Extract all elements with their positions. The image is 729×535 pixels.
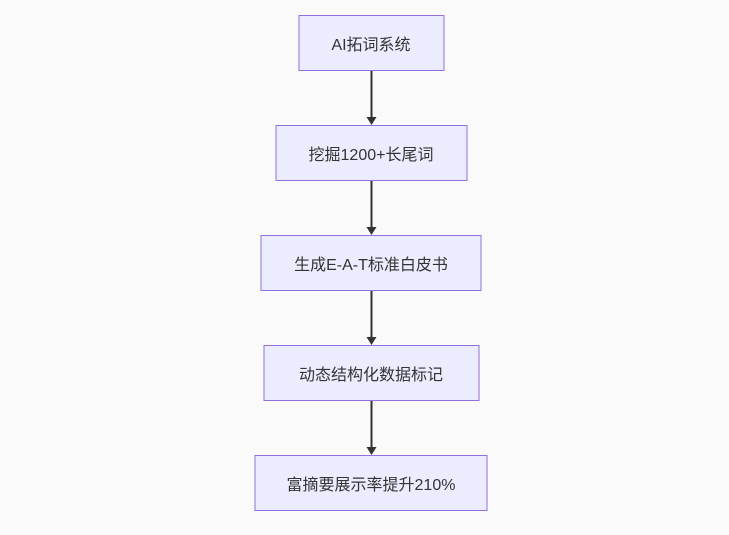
arrow-line xyxy=(370,401,372,447)
flow-node-label: 生成E-A-T标准白皮书 xyxy=(294,257,448,274)
arrow-line xyxy=(370,71,372,117)
arrow-line xyxy=(370,291,372,337)
down-arrow xyxy=(366,71,376,125)
flow-node-label: 动态结构化数据标记 xyxy=(298,367,443,384)
arrowhead-down-icon xyxy=(366,337,376,345)
down-arrow xyxy=(366,181,376,235)
flow-node-label: 挖掘1200+长尾词 xyxy=(308,147,434,164)
flow-node-longtail-keywords: 挖掘1200+长尾词 xyxy=(275,125,467,181)
flow-node-label: AI拓词系统 xyxy=(331,37,411,54)
flowchart: AI拓词系统 挖掘1200+长尾词 生成E-A-T标准白皮书 动态结构化数据标记… xyxy=(254,15,488,511)
flow-node-structured-data-markup: 动态结构化数据标记 xyxy=(263,345,479,401)
arrow-line xyxy=(370,181,372,227)
arrowhead-down-icon xyxy=(366,447,376,455)
arrowhead-down-icon xyxy=(366,117,376,125)
down-arrow xyxy=(366,291,376,345)
flow-node-label: 富摘要展示率提升210% xyxy=(286,477,456,494)
arrowhead-down-icon xyxy=(366,227,376,235)
down-arrow xyxy=(366,401,376,455)
flow-node-ai-word-expansion-system: AI拓词系统 xyxy=(298,15,444,71)
flow-node-eat-whitepaper: 生成E-A-T标准白皮书 xyxy=(260,235,482,291)
flow-node-rich-snippet-rate: 富摘要展示率提升210% xyxy=(254,455,488,511)
